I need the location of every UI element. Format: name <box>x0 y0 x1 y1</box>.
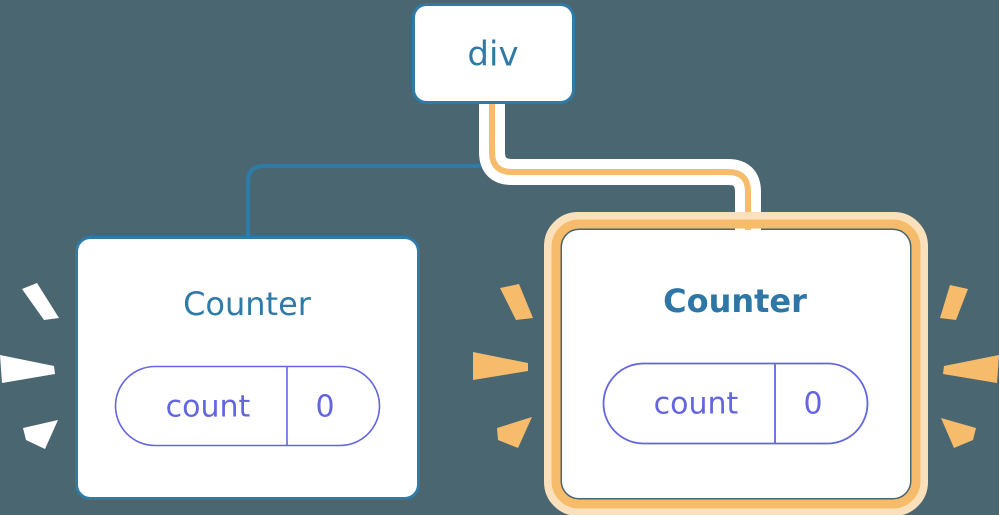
sparkles-counter-right-left <box>473 284 533 448</box>
node-counter-left[interactable]: Counter count 0 <box>75 236 420 500</box>
state-pill-right: count 0 <box>602 362 869 445</box>
sparkle-ray <box>497 417 532 448</box>
state-key-right: count <box>654 387 739 422</box>
edge-root-to-counter-left <box>246 104 494 238</box>
state-value-left: 0 <box>315 390 334 425</box>
edge-root-to-counter-right <box>489 104 751 232</box>
sparkle-ray <box>23 420 58 449</box>
node-div[interactable]: div <box>412 3 575 104</box>
sparkle-ray <box>473 352 528 380</box>
state-pill-left: count 0 <box>114 365 381 447</box>
node-counter-left-box[interactable] <box>75 236 420 500</box>
sparkle-ray <box>0 355 55 383</box>
sparkle-ray <box>22 283 59 320</box>
sparkles-counter-right-right <box>940 285 999 448</box>
sparkle-ray <box>500 284 533 320</box>
sparkle-ray <box>943 355 999 383</box>
node-counter-right-glow <box>544 212 928 515</box>
state-pill-left-outline <box>114 365 381 447</box>
state-key-left: count <box>166 390 251 425</box>
node-div-box[interactable] <box>412 3 575 104</box>
state-value-right: 0 <box>803 387 822 422</box>
node-counter-right-highlight-ring <box>551 219 921 509</box>
node-counter-left-label: Counter <box>183 285 312 323</box>
node-div-label: div <box>467 35 518 75</box>
state-pill-right-outline <box>602 362 869 445</box>
node-counter-right[interactable]: Counter count 0 <box>544 212 928 515</box>
sparkles-counter-left <box>0 283 59 449</box>
sparkle-ray <box>941 418 976 448</box>
sparkle-ray <box>940 285 968 320</box>
node-counter-right-label: Counter <box>663 282 807 320</box>
